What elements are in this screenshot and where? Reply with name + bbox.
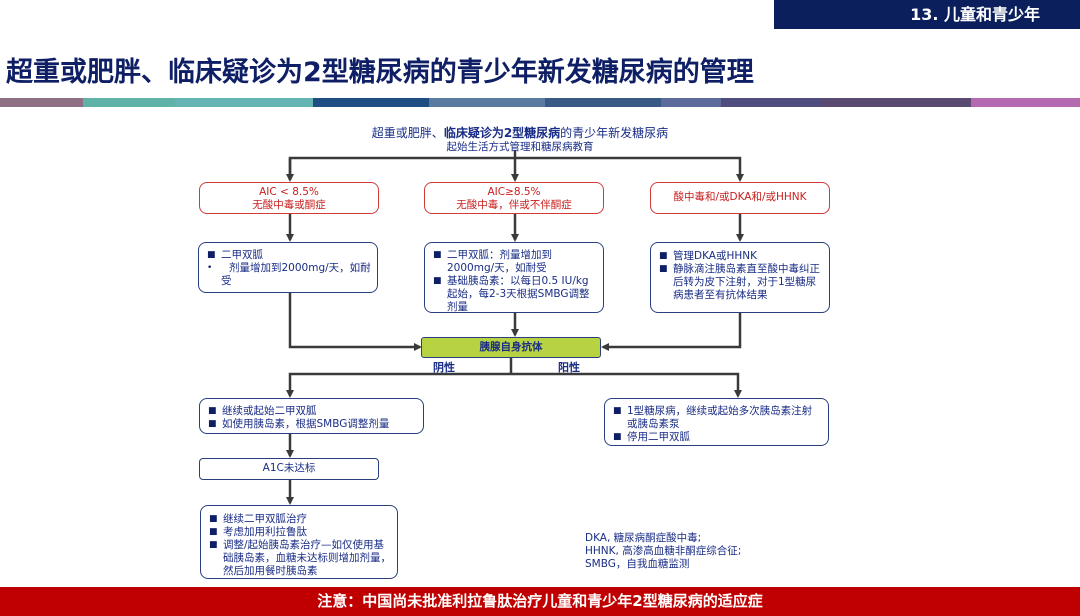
treatment-box-1: ■ 二甲双胍 • 剂量增加到2000mg/天，如耐受 (198, 242, 378, 293)
stripe-segment (313, 98, 429, 107)
note-hhnk: HHNK, 高渗高血糖非酮症综合征; (585, 545, 742, 557)
square-bullet-icon: ■ (208, 406, 217, 416)
treatment-box-3: ■ 管理DKA或HHNK ■ 静脉滴注胰岛素直至酸中毒纠正后转为皮下注射，对于1型糖… (650, 242, 830, 313)
stripe-segment (0, 98, 83, 107)
square-bullet-icon: ■ (208, 419, 217, 429)
negative-list: ■ 继续或起始二甲双胍 ■ 如使用胰岛素，根据SMBG调整剂量 (204, 405, 417, 431)
connector-t1-antibody (288, 293, 422, 351)
list-item-text: 1型糖尿病，继续或起始多次胰岛素注射或胰岛素泵 (627, 405, 813, 430)
square-bullet-icon: ■ (613, 406, 622, 416)
stripe-segment (83, 98, 175, 107)
section-tag: 13. 儿童和青少年 (774, 0, 1080, 29)
final-list: ■ 继续二甲双胍治疗 ■ 考虑加用利拉鲁肽 ■ 调整/起始胰岛素治疗—如仅使用基础胰岛… (205, 513, 391, 578)
list-item-text: 继续二甲双胍治疗 (223, 513, 307, 525)
condition-line1: 酸中毒和/或DKA和/或HHNK (673, 191, 807, 203)
condition-acidosis-dka-hhnk: 酸中毒和/或DKA和/或HHNK (650, 182, 830, 214)
positive-list: ■ 1型糖尿病，继续或起始多次胰岛素注射或胰岛素泵 ■ 停用二甲双胍 (609, 405, 822, 444)
stripe-segment (429, 98, 545, 107)
stripe-segment (175, 98, 313, 107)
square-bullet-icon: ■ (659, 251, 668, 261)
pancreatic-autoantibody-box: 胰腺自身抗体 (421, 337, 601, 358)
treatment-list-3: ■ 管理DKA或HHNK ■ 静脉滴注胰岛素直至酸中毒纠正后转为皮下注射，对于1型糖… (655, 250, 823, 302)
dot-bullet-icon: • (207, 263, 213, 273)
connector-t3-antibody (601, 313, 742, 351)
list-item: ■ 静脉滴注胰岛素直至酸中毒纠正后转为皮下注射，对于1型糖尿病患者至有抗体结果 (655, 263, 823, 302)
square-bullet-icon: ■ (209, 527, 218, 537)
list-item-text: 考虑加用利拉鲁肽 (223, 526, 307, 538)
list-item: ■ 调整/起始胰岛素治疗—如仅使用基础胰岛素，血糖未达标则增加剂量，然后加用餐时胰… (205, 539, 391, 578)
abbreviation-notes: DKA, 糖尿病酮症酸中毒; HHNK, 高渗高血糖非酮症综合征; SMBG，自… (585, 532, 741, 571)
list-item: ■ 管理DKA或HHNK (655, 250, 823, 263)
condition-line1: AIC≥8.5% (487, 186, 541, 198)
list-item-text: 二甲双胍：剂量增加到2000mg/天，如耐受 (447, 249, 552, 274)
list-item: ■ 二甲双胍 (203, 249, 371, 262)
square-bullet-icon: ■ (209, 514, 218, 524)
list-item-text: 基础胰岛素：以每日0.5 IU/kg起始，每2-3天根据SMBG调整剂量 (447, 275, 590, 313)
connector-positive (511, 372, 742, 398)
square-bullet-icon: ■ (209, 540, 218, 550)
start-population: 超重或肥胖、临床疑诊为2型糖尿病的青少年新发糖尿病 (300, 126, 740, 141)
start-population-text: 超重或肥胖、 (371, 126, 444, 140)
condition-line2: 无酸中毒或酮症 (252, 199, 326, 211)
list-item-text: 调整/起始胰岛素治疗—如仅使用基础胰岛素，血糖未达标则增加剂量，然后加用餐时胰岛… (223, 539, 391, 577)
treatment-list-1: ■ 二甲双胍 • 剂量增加到2000mg/天，如耐受 (203, 249, 371, 288)
condition-a1c-below-8-5: AIC < 8.5% 无酸中毒或酮症 (199, 182, 379, 214)
stripe-segment (661, 98, 721, 107)
condition-line1: AIC < 8.5% (259, 186, 319, 198)
condition-line2: 无酸中毒，伴或不伴酮症 (456, 199, 572, 211)
list-item-text: 静脉滴注胰岛素直至酸中毒纠正后转为皮下注射，对于1型糖尿病患者至有抗体结果 (673, 263, 820, 301)
list-item: ■ 继续或起始二甲双胍 (204, 405, 417, 418)
note-smbg: SMBG，自我血糖监测 (585, 558, 690, 570)
square-bullet-icon: ■ (613, 432, 622, 442)
stripe-segment (821, 98, 971, 107)
positive-label: 阳性 (558, 361, 580, 374)
stripe-segment (721, 98, 821, 107)
square-bullet-icon: ■ (207, 250, 216, 260)
condition-a1c-above-8-5: AIC≥8.5% 无酸中毒，伴或不伴酮症 (424, 182, 604, 214)
square-bullet-icon: ■ (659, 264, 668, 274)
list-item: ■ 二甲双胍：剂量增加到2000mg/天，如耐受 (429, 249, 597, 275)
negative-label: 阴性 (433, 361, 455, 374)
square-bullet-icon: ■ (433, 276, 442, 286)
list-item-text: 二甲双胍 (221, 249, 263, 261)
stripe-segment (971, 98, 1080, 107)
positive-management-box: ■ 1型糖尿病，继续或起始多次胰岛素注射或胰岛素泵 ■ 停用二甲双胍 (604, 398, 829, 446)
negative-management-box: ■ 继续或起始二甲双胍 ■ 如使用胰岛素，根据SMBG调整剂量 (199, 398, 424, 434)
list-item-text: 剂量增加到2000mg/天，如耐受 (221, 262, 371, 287)
footer-warning: 注意：中国尚未批准利拉鲁肽治疗儿童和青少年2型糖尿病的适应症 (0, 587, 1080, 616)
list-item: ■ 继续二甲双胍治疗 (205, 513, 391, 526)
stripe-segment (545, 98, 661, 107)
square-bullet-icon: ■ (433, 250, 442, 260)
decorative-stripe (0, 98, 1080, 107)
start-population-tail: 的青少年新发糖尿病 (560, 126, 669, 140)
list-item: ■ 考虑加用利拉鲁肽 (205, 526, 391, 539)
a1c-not-at-goal-management-box: ■ 继续二甲双胍治疗 ■ 考虑加用利拉鲁肽 ■ 调整/起始胰岛素治疗—如仅使用基础胰岛… (200, 505, 398, 579)
list-item: ■ 如使用胰岛素，根据SMBG调整剂量 (204, 418, 417, 431)
treatment-list-2: ■ 二甲双胍：剂量增加到2000mg/天，如耐受 ■ 基础胰岛素：以每日0.5 IU… (429, 249, 597, 314)
connector-negative (286, 372, 511, 398)
list-item-text: 管理DKA或HHNK (673, 250, 757, 262)
list-item-text: 如使用胰岛素，根据SMBG调整剂量 (222, 418, 390, 430)
treatment-box-2: ■ 二甲双胍：剂量增加到2000mg/天，如耐受 ■ 基础胰岛素：以每日0.5 IU… (424, 242, 604, 313)
a1c-not-at-goal-box: A1C未达标 (199, 458, 379, 480)
list-item-text: 停用二甲双胍 (627, 431, 690, 443)
list-item: • 剂量增加到2000mg/天，如耐受 (203, 262, 371, 288)
start-population-bold: 临床疑诊为2型糖尿病 (443, 126, 561, 140)
start-action: 起始生活方式管理和糖尿病教育 (446, 141, 594, 153)
note-dka: DKA, 糖尿病酮症酸中毒; (585, 532, 702, 544)
list-item-text: 继续或起始二甲双胍 (222, 405, 317, 417)
list-item: ■ 停用二甲双胍 (609, 431, 822, 444)
page-title: 超重或肥胖、临床疑诊为2型糖尿病的青少年新发糖尿病的管理 (6, 57, 754, 88)
list-item: ■ 基础胰岛素：以每日0.5 IU/kg起始，每2-3天根据SMBG调整剂量 (429, 275, 597, 314)
list-item: ■ 1型糖尿病，继续或起始多次胰岛素注射或胰岛素泵 (609, 405, 822, 431)
